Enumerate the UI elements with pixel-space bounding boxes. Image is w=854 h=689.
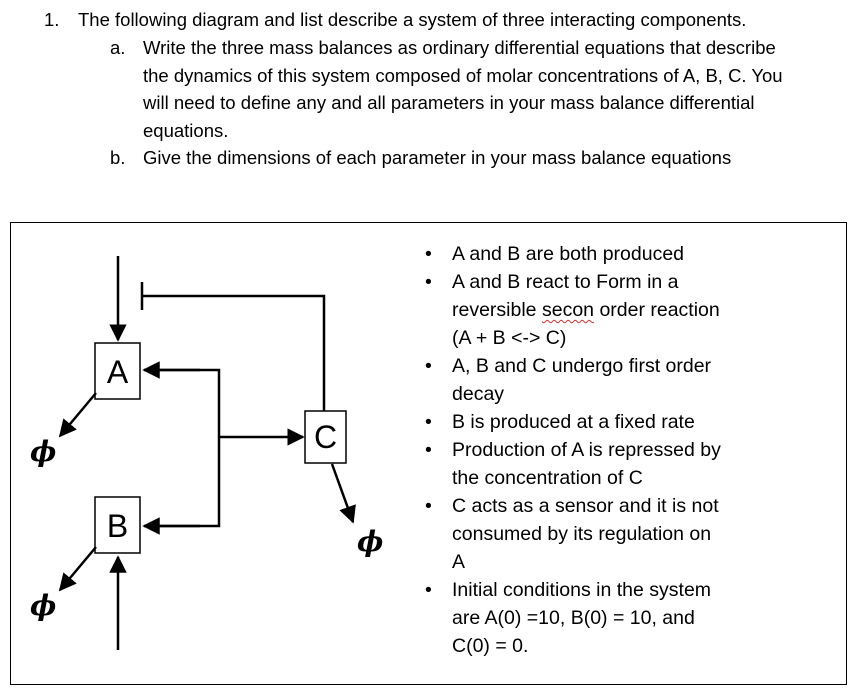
node-c-label: C (314, 419, 337, 455)
fact-line: A and B are both produced (452, 243, 685, 265)
node-a-label: A (107, 354, 129, 390)
part-a-label: a. (110, 37, 126, 58)
diagram-frame (10, 222, 847, 685)
fact-line: C(0) = 0. (452, 635, 529, 657)
part-b-label: b. (110, 147, 126, 168)
b-decay-arrow (58, 546, 97, 592)
part-a-line: Write the three mass balances as ordinar… (143, 37, 776, 58)
node-c-box (304, 410, 347, 464)
question-number: 1. (44, 9, 60, 30)
c-decay-symbol: ϕ (357, 525, 383, 558)
fact-line: A (452, 551, 466, 573)
question-text: The following diagram and list describe … (78, 9, 747, 30)
fact-line: (A + B <-> C) (452, 327, 567, 349)
fact-line: A and B react to Form in a (452, 271, 679, 293)
part-a-line: the dynamics of this system composed of … (143, 64, 783, 86)
fact-word: order reaction (599, 299, 720, 321)
fact-item: Initial conditions in the system are A(0… (425, 576, 835, 660)
node-a-box (94, 342, 141, 400)
fact-item: A and B are both produced (425, 240, 835, 268)
fact-line: Production of A is repressed by (452, 439, 721, 461)
fact-line: the concentration of C (452, 467, 643, 489)
fact-line: decay (452, 383, 505, 405)
c-repression-line (142, 294, 326, 423)
fact-line: Initial conditions in the system (452, 579, 712, 601)
a-decay-symbol: ϕ (30, 435, 56, 468)
misspelled-word: secon (541, 299, 595, 321)
fact-line: A, B and C undergo first order (452, 355, 712, 377)
fact-item: A, B and C undergo first order decay (425, 352, 835, 408)
b-decay-symbol: ϕ (30, 589, 56, 622)
part-b-text: Give the dimensions of each parameter in… (143, 147, 732, 168)
fact-line: C acts as a sensor and it is not (452, 495, 719, 517)
fact-item: Production of A is repressed by the conc… (425, 436, 835, 492)
fact-line: are A(0) =10, B(0) = 10, and (452, 607, 695, 629)
a-decay-arrow (58, 392, 97, 438)
fact-item: B is produced at a fixed rate (425, 408, 835, 436)
reaction-link (148, 368, 221, 528)
part-a-line: will need to define any and all paramete… (143, 92, 755, 113)
node-b-box (94, 496, 141, 554)
fact-item: C acts as a sensor and it is not consume… (425, 492, 835, 576)
c-decay-arrow (330, 463, 356, 524)
fact-line: B is produced at a fixed rate (452, 411, 695, 433)
fact-line: consumed by its regulation on (452, 523, 712, 545)
fact-line: reversible secon order reaction (452, 296, 835, 324)
fact-item: A and B react to Form in a reversible se… (425, 268, 835, 352)
part-a-text: Write the three mass balances as ordinar… (143, 34, 783, 144)
part-a-line: equations. (143, 119, 229, 141)
fact-word: reversible (452, 299, 537, 321)
facts-list: A and B are both produced A and B react … (425, 240, 835, 660)
node-b-label: B (107, 508, 128, 544)
